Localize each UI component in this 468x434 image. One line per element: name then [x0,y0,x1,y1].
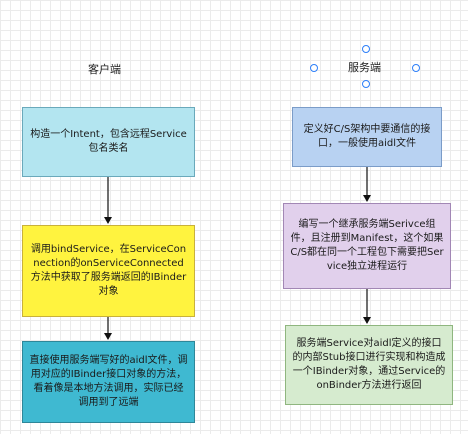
selection-handle-bottom[interactable] [362,80,370,88]
selection-handle-left[interactable] [310,64,318,72]
client-column-title: 客户端 [88,63,121,76]
client-step-bind-service[interactable]: 调用bindService，在ServiceConnection的onServi… [22,225,195,317]
selection-handle-right[interactable] [412,64,420,72]
selection-handle-top[interactable] [362,45,370,53]
client-step-call-aidl[interactable]: 直接使用服务端写好的aidl文件，调用对应的IBinder接口对象的方法，看着像… [22,341,195,423]
server-column-title[interactable]: 服务端 [348,61,381,74]
server-step-define-aidl[interactable]: 定义好C/S架构中要通信的接口，一般使用aidl文件 [292,107,442,167]
server-step-implement-stub[interactable]: 服务端Service对aidl定义的接口的内部Stub接口进行实现和构造成一个I… [285,325,453,405]
server-step-register-service[interactable]: 编写一个继承服务端Serivce组件，且注册到Manifest，这个如果C/S都… [283,203,451,289]
client-step-construct-intent[interactable]: 构造一个Intent，包含远程Service包名类名 [22,107,195,177]
